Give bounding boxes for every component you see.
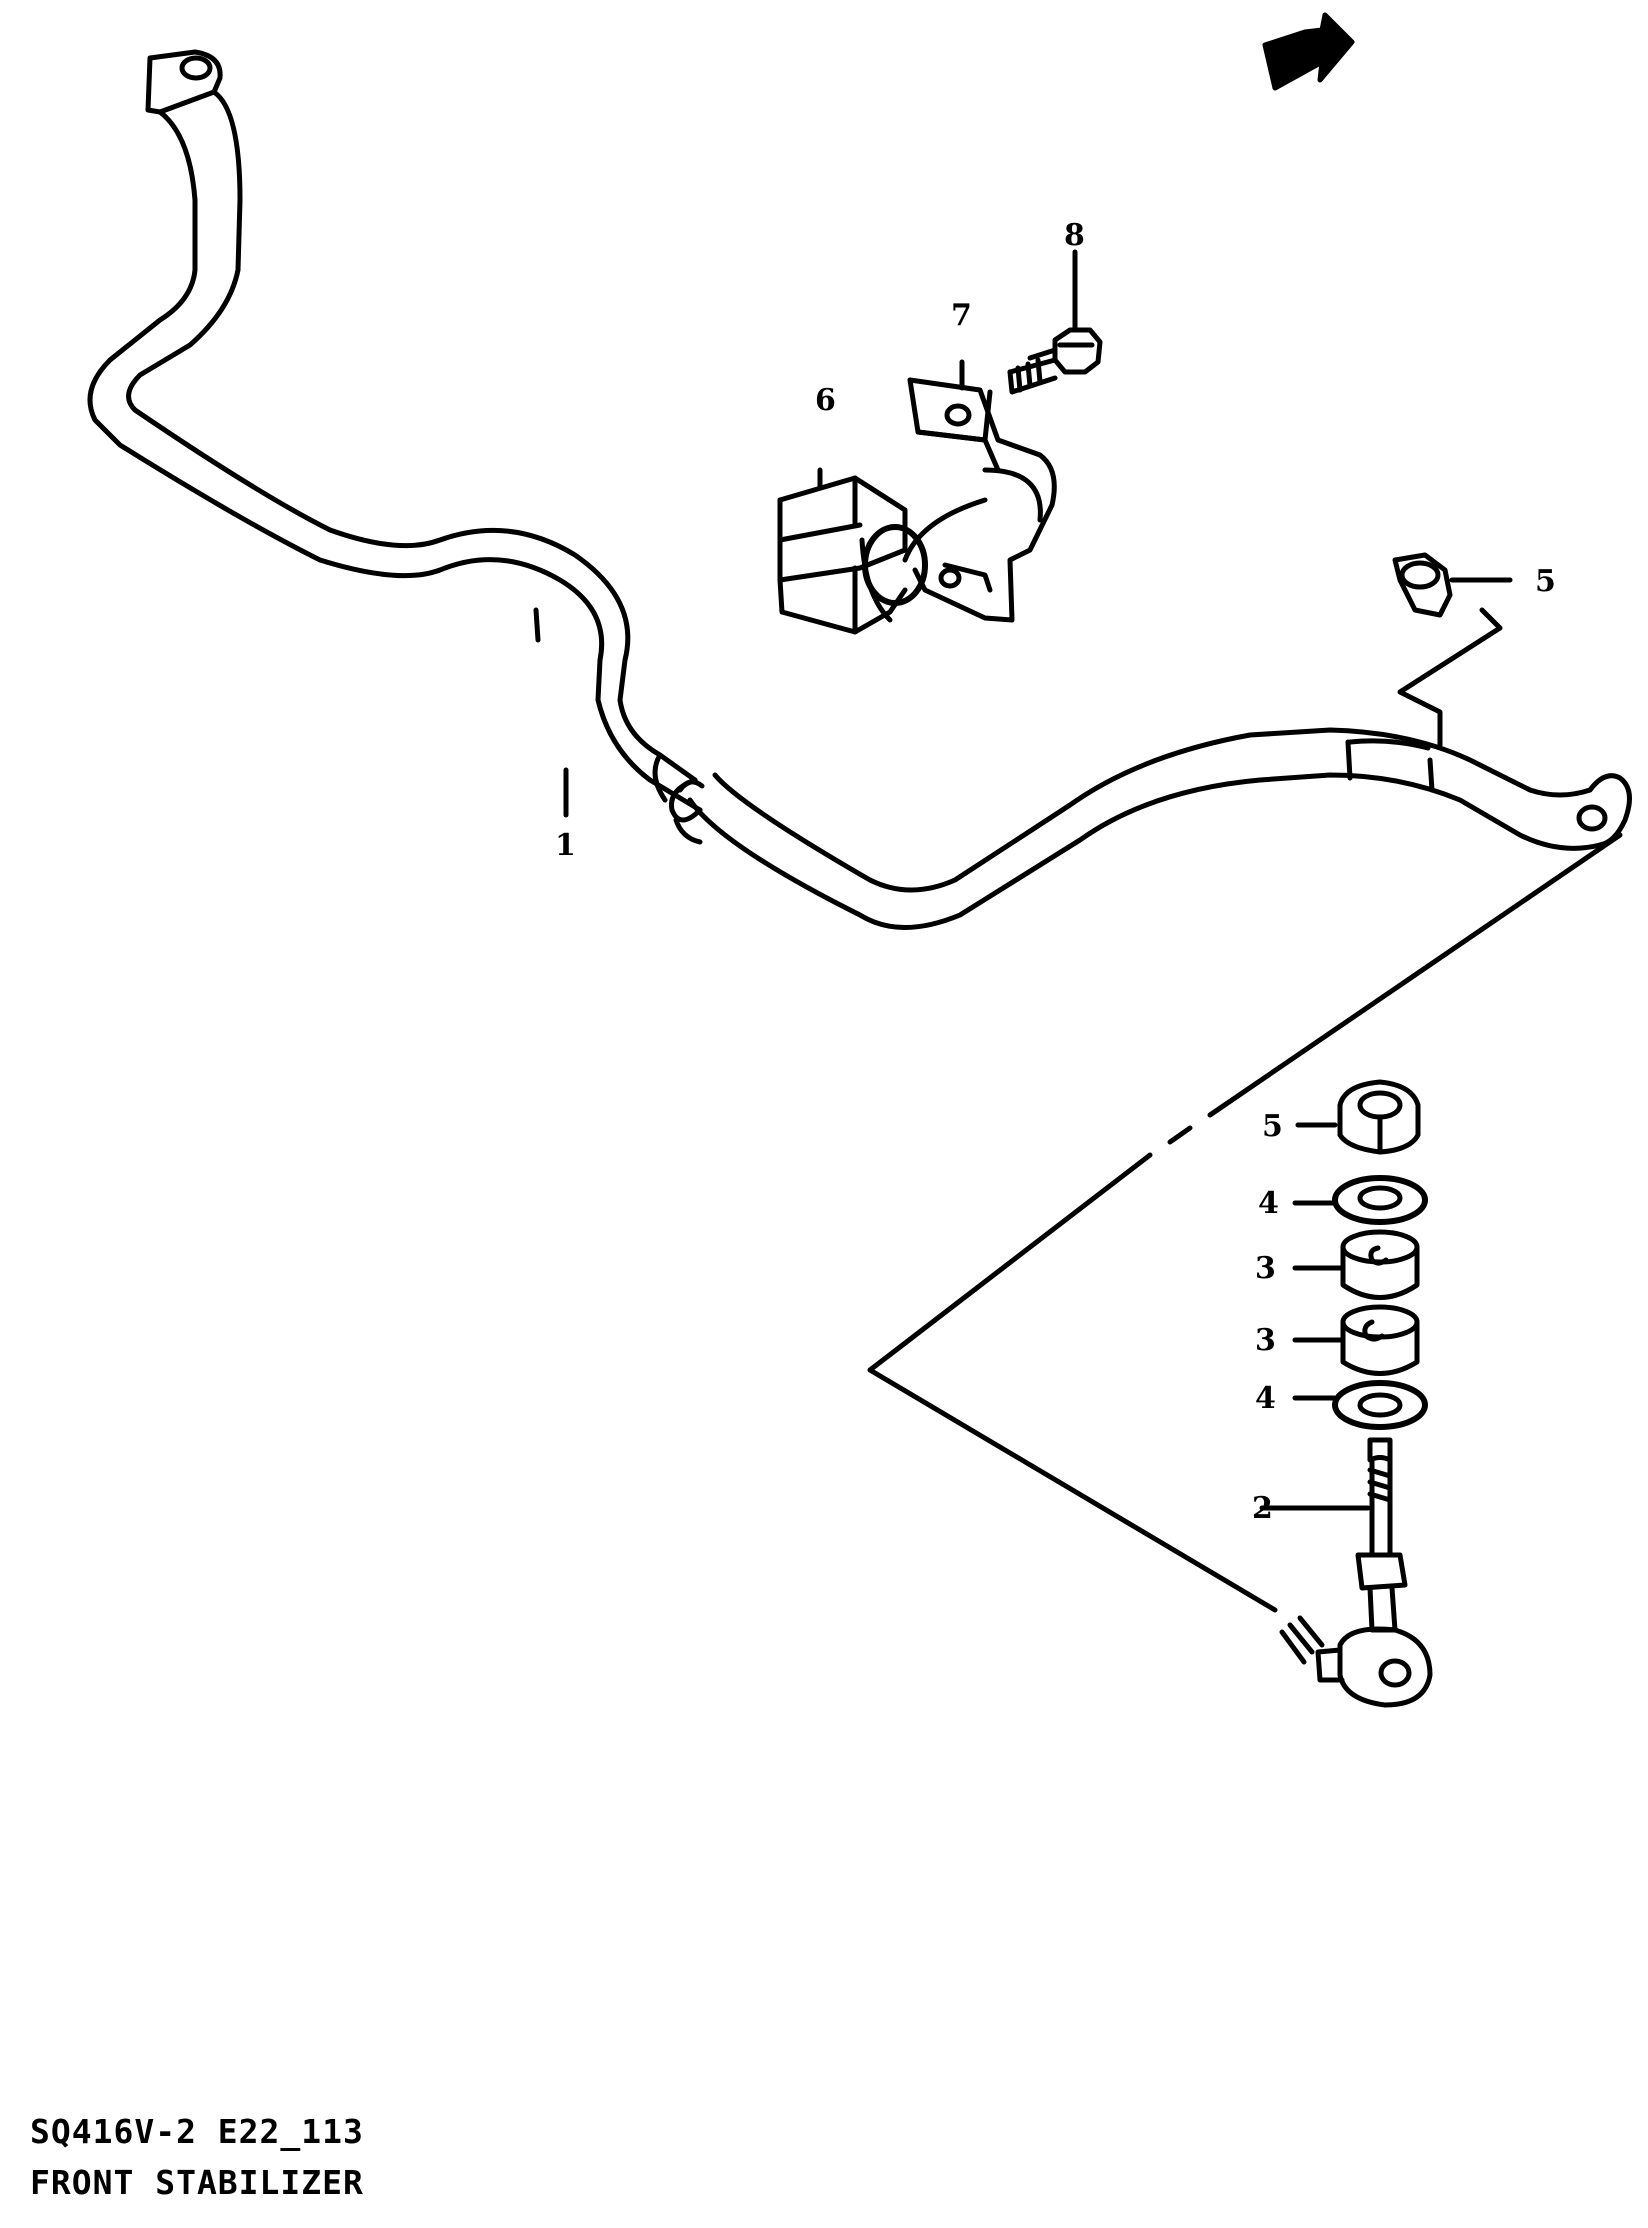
link-mount-guide-line xyxy=(867,832,1623,1613)
callout-4-lower: 4 xyxy=(1255,1381,1276,1416)
diagram-title-caption: FRONT STABILIZER xyxy=(30,2163,364,2202)
callout-1: 1 xyxy=(555,828,576,863)
callout-5-lower: 5 xyxy=(1262,1109,1283,1144)
callout-3-upper: 3 xyxy=(1255,1251,1276,1286)
stabilizer-left-eye xyxy=(145,49,223,115)
stabilizer-link-bolt xyxy=(1259,1437,1433,1708)
diagram-code-caption: SQ416V-2 E22_113 xyxy=(30,2112,364,2151)
callout-7: 7 xyxy=(951,298,972,333)
lower-nut xyxy=(1295,1079,1421,1155)
bracket-bolt xyxy=(1007,249,1103,395)
callout-6: 6 xyxy=(815,383,836,418)
upper-mount-guide-line xyxy=(1397,607,1503,748)
callout-5-upper: 5 xyxy=(1535,564,1556,599)
callout-4-upper: 4 xyxy=(1258,1186,1279,1221)
callout-2: 2 xyxy=(1252,1491,1273,1526)
lower-link-bushing xyxy=(1292,1304,1420,1376)
bushing-bracket xyxy=(902,359,1057,623)
stabilizer-bushing xyxy=(777,467,928,635)
lower-washer xyxy=(1292,1380,1428,1430)
upper-washer xyxy=(1292,1175,1428,1225)
front-direction-arrow-icon xyxy=(1262,12,1355,91)
callout-3-lower: 3 xyxy=(1255,1323,1276,1358)
callout-8: 8 xyxy=(1064,218,1085,253)
upper-link-bushing xyxy=(1292,1229,1420,1300)
stabilizer-bar xyxy=(87,49,1632,930)
upper-nut xyxy=(1392,552,1513,618)
stabilizer-right-eye xyxy=(1587,773,1632,848)
